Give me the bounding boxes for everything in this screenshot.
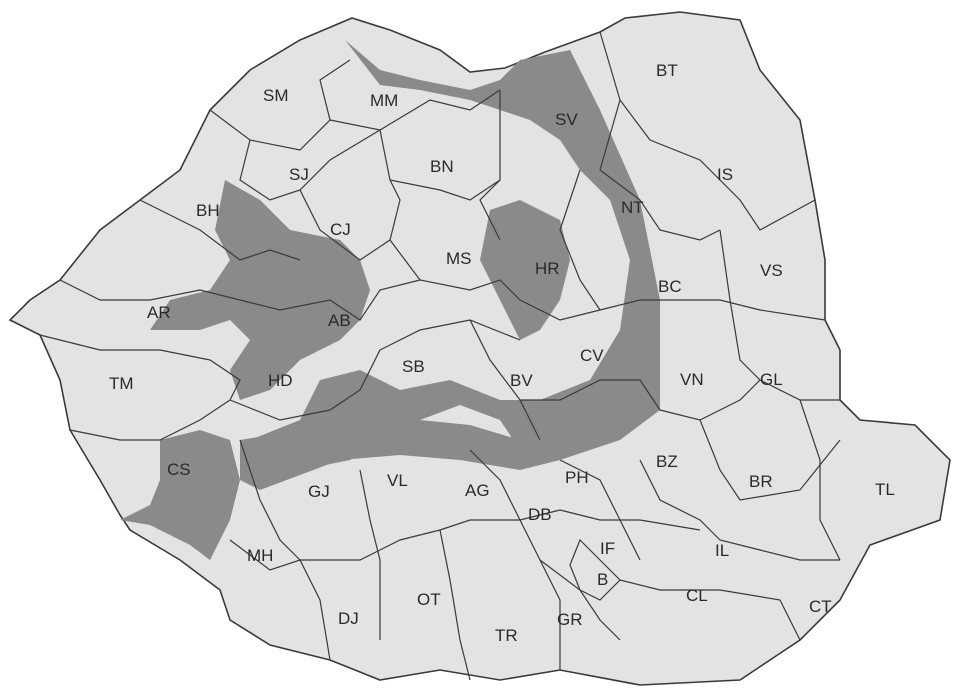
county-label-IL: IL	[715, 541, 729, 560]
county-label-VS: VS	[760, 261, 783, 280]
county-label-CS: CS	[167, 460, 191, 479]
meridional-zone	[240, 420, 560, 490]
county-label-AB: AB	[328, 311, 351, 330]
county-label-AG: AG	[465, 481, 490, 500]
county-label-VL: VL	[387, 471, 408, 490]
county-label-IF: IF	[600, 539, 615, 558]
county-label-CJ: CJ	[330, 220, 351, 239]
north-carpathian-zone	[240, 40, 660, 475]
county-label-MM: MM	[370, 91, 398, 110]
banat-south-zone	[120, 430, 240, 560]
county-label-SV: SV	[555, 110, 578, 129]
county-label-TM: TM	[109, 374, 134, 393]
county-label-MH: MH	[247, 546, 273, 565]
county-label-HD: HD	[268, 371, 293, 390]
county-label-SM: SM	[263, 86, 289, 105]
county-label-SB: SB	[402, 357, 425, 376]
county-label-TR: TR	[495, 626, 518, 645]
county-label-OT: OT	[417, 590, 441, 609]
county-label-GL: GL	[760, 370, 783, 389]
county-label-BN: BN	[430, 157, 454, 176]
county-label-NT: NT	[621, 198, 644, 217]
county-label-BZ: BZ	[656, 452, 678, 471]
county-label-BT: BT	[656, 61, 678, 80]
county-labels: SM MM BT SV SJ BN IS BH CJ NT MS HR VS B…	[109, 61, 895, 645]
county-label-CT: CT	[809, 597, 832, 616]
county-label-BH: BH	[196, 201, 220, 220]
county-label-CL: CL	[686, 586, 708, 605]
county-label-IS: IS	[717, 165, 733, 184]
county-label-GR: GR	[557, 610, 583, 629]
county-label-PH: PH	[565, 468, 589, 487]
county-boundaries	[39, 31, 841, 681]
county-label-AR: AR	[147, 303, 171, 322]
county-label-BR: BR	[749, 472, 773, 491]
east-carpathian-inner-zone	[480, 200, 570, 340]
county-label-DJ: DJ	[338, 609, 359, 628]
county-label-DB: DB	[528, 505, 552, 524]
apuseni-zone	[150, 180, 370, 400]
county-label-BV: BV	[510, 371, 533, 390]
county-label-HR: HR	[535, 259, 560, 278]
mountain-zones	[120, 40, 660, 560]
county-label-GJ: GJ	[308, 482, 330, 501]
county-label-BC: BC	[658, 277, 682, 296]
county-label-TL: TL	[875, 480, 895, 499]
county-label-B: B	[597, 570, 608, 589]
country-outline	[8, 11, 951, 686]
county-label-MS: MS	[446, 249, 472, 268]
county-label-CV: CV	[580, 346, 604, 365]
county-label-SJ: SJ	[289, 165, 309, 184]
county-label-VN: VN	[680, 370, 704, 389]
